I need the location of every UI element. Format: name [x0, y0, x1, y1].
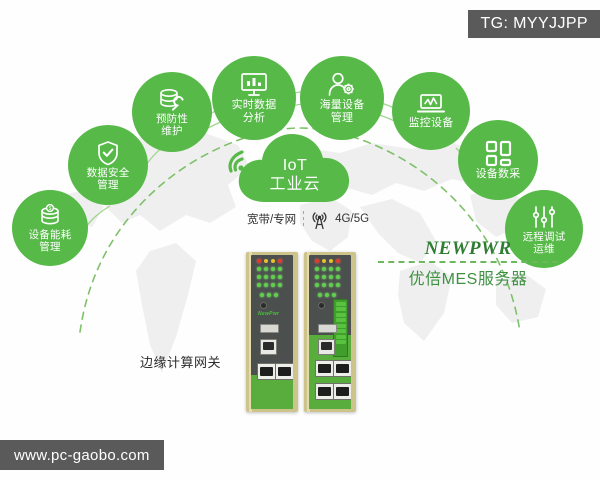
led-row-3 — [257, 275, 282, 279]
led-row-2 — [257, 267, 282, 271]
edge-gateway-device-right[interactable] — [304, 252, 356, 412]
node-label: 实时数据 分析 — [231, 99, 277, 124]
svg-text:$: $ — [49, 206, 52, 212]
node-label: 设备数采 — [475, 167, 521, 180]
led-row-5 — [318, 293, 336, 297]
lan-port-2[interactable] — [333, 360, 351, 377]
watermark-top-right: TG: MYYJJPP — [468, 10, 600, 38]
node-preventive-maintenance[interactable]: 预防性 维护 — [132, 72, 212, 152]
node-label: 远程调试 运维 — [522, 230, 566, 255]
reset-button[interactable] — [260, 302, 267, 309]
link-divider — [303, 210, 305, 228]
node-label: 数据安全 管理 — [86, 166, 130, 191]
node-label: 海量设备 管理 — [319, 99, 365, 124]
lan-port-3[interactable] — [315, 383, 334, 400]
monitor-chart-icon — [239, 72, 269, 98]
console-rj45-port[interactable] — [318, 339, 335, 355]
sliders-icon — [531, 204, 557, 230]
lan-port-1[interactable] — [315, 360, 334, 377]
usb-port[interactable] — [260, 324, 279, 333]
shield-check-icon — [96, 140, 120, 166]
coin-stack-icon: $ — [37, 203, 63, 228]
brand-subtitle: 优倍MES服务器 — [408, 271, 528, 288]
user-gear-icon — [327, 72, 357, 98]
lan-port-2[interactable] — [275, 363, 293, 380]
led-row-1 — [315, 259, 340, 263]
device-green-panel — [251, 375, 293, 409]
link-types-row: 宽带/专网 4G/5G — [218, 208, 398, 230]
lan-port-1[interactable] — [257, 363, 276, 380]
laptop-wave-icon — [416, 92, 446, 116]
terminal-block[interactable] — [333, 299, 348, 357]
edge-gateway-caption: 边缘计算网关 — [140, 355, 222, 370]
wireless-link-label: 4G/5G — [335, 213, 370, 225]
device-faceplate: NewPwr — [251, 255, 293, 409]
wifi-signal-icon — [228, 150, 244, 173]
dashed-arc — [79, 127, 521, 333]
node-realtime-analytics[interactable]: 实时数据 分析 — [212, 56, 296, 140]
node-mass-device-management[interactable]: 海量设备 管理 — [300, 56, 384, 140]
database-wrench-icon — [157, 87, 187, 112]
node-data-acquisition[interactable]: 设备数采 — [458, 120, 538, 200]
led-row-5 — [260, 293, 278, 297]
node-label: 监控设备 — [408, 117, 454, 130]
brand-block: NEWPWR 优倍MES服务器 — [378, 238, 558, 289]
led-row-4 — [257, 283, 282, 287]
edge-gateway-device-left[interactable]: NewPwr — [246, 252, 298, 412]
node-label: 预防性 维护 — [155, 113, 189, 137]
cell-tower-icon — [312, 211, 327, 229]
node-device-energy[interactable]: $ 设备能耗 管理 — [12, 190, 88, 266]
led-row-4 — [315, 283, 340, 287]
led-row-3 — [315, 275, 340, 279]
grid-blocks-icon — [485, 140, 512, 167]
brand-wordmark: NEWPWR — [424, 238, 512, 259]
device-faceplate — [309, 255, 351, 409]
node-equipment-monitoring[interactable]: 监控设备 — [392, 72, 470, 150]
usb-port[interactable] — [318, 324, 337, 333]
led-row-1 — [257, 259, 282, 263]
brand-divider — [378, 261, 558, 263]
node-label: 设备能耗 管理 — [28, 228, 72, 253]
console-rj45-port[interactable] — [260, 339, 277, 355]
wired-link-label: 宽带/专网 — [246, 214, 297, 226]
lan-port-4[interactable] — [333, 383, 351, 400]
iot-cloud-shape — [238, 134, 350, 202]
reset-button[interactable] — [318, 302, 325, 309]
device-logo-left: NewPwr — [258, 311, 280, 317]
node-data-security[interactable]: 数据安全 管理 — [68, 125, 148, 205]
watermark-bottom-left: www.pc-gaobo.com — [0, 440, 164, 470]
node-remote-debug-ops[interactable]: 远程调试 运维 — [505, 190, 583, 268]
led-row-2 — [315, 267, 340, 271]
